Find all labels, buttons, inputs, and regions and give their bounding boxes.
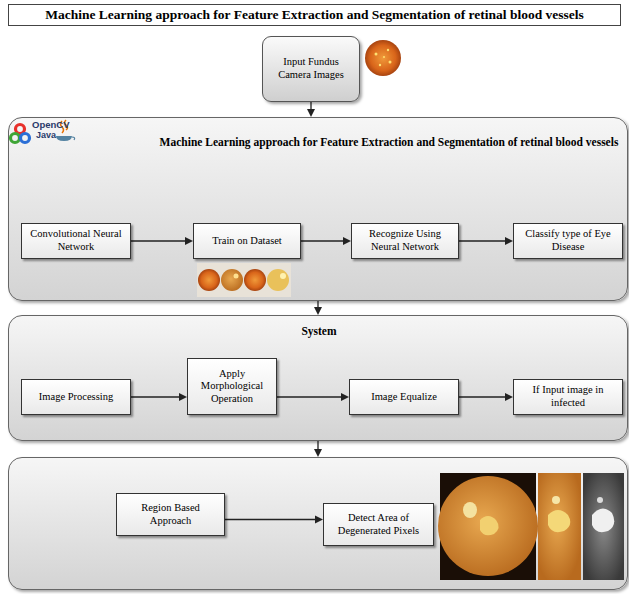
process-box: Apply Morphological Operation (187, 358, 277, 415)
opencv-logo (11, 125, 30, 143)
flow-arrow (314, 301, 322, 315)
process-box: Detect Area of Degenerated Pixels (323, 503, 434, 546)
group-panel: Region Based Approach Detect Area of Dege… (8, 457, 628, 590)
arrow-head (505, 393, 513, 401)
arrow-head (179, 393, 187, 401)
arrow-line (301, 240, 344, 241)
group-panel: Machine Learning approach for Feature Ex… (8, 117, 628, 301)
box-label: Train on Dataset (212, 235, 282, 248)
arrow-head (314, 307, 322, 315)
flow-arrow (459, 393, 513, 401)
arrow-head (307, 109, 315, 117)
arrow-line (459, 240, 506, 241)
group-panel: SystemImage Processing Apply Morphologica… (8, 315, 628, 441)
arrow-line (225, 519, 316, 520)
process-box: Train on Dataset (193, 223, 301, 259)
arrow-line (459, 396, 506, 397)
box-label: Convolutional Neural Network (27, 228, 125, 253)
box-label: Classify type of Eye Disease (519, 228, 617, 253)
lesion-images (438, 473, 624, 580)
arrow-line (317, 441, 318, 450)
process-box: If Input image in infected (513, 379, 623, 415)
panel-heading: Machine Learning approach for Feature Ex… (149, 136, 629, 148)
arrow-head (315, 516, 323, 524)
flow-arrow (131, 393, 187, 401)
arrow-head (314, 449, 322, 457)
box-label: If Input image in infected (519, 384, 617, 409)
arrow-head (185, 237, 193, 245)
process-box: Convolutional Neural Network (21, 223, 131, 259)
input-box: Input Fundus Camera Images (262, 36, 360, 102)
flow-arrow (459, 237, 513, 245)
box-label: Input Fundus Camera Images (269, 56, 353, 81)
logo-label: Java (36, 130, 56, 140)
diagram-title: Machine Learning approach for Feature Ex… (45, 7, 584, 23)
logo-label-holder: OpenCV (32, 119, 69, 130)
box-label: Image Equalize (371, 391, 437, 404)
process-box: Recognize Using Neural Network (351, 223, 459, 259)
arrow-line (131, 240, 186, 241)
process-box: Image Equalize (349, 379, 459, 415)
box-label: Image Processing (39, 391, 113, 404)
arrow-head (505, 237, 513, 245)
process-box: Classify type of Eye Disease (513, 223, 623, 259)
flow-arrow (314, 441, 322, 457)
box-label: Recognize Using Neural Network (357, 228, 453, 253)
dataset-thumbnails (197, 263, 291, 297)
logo-label: OpenCV (32, 119, 69, 130)
arrow-head (341, 393, 349, 401)
box-label: Region Based Approach (122, 502, 219, 527)
title-box: Machine Learning approach for Feature Ex… (8, 4, 621, 26)
flow-arrow (277, 393, 349, 401)
box-label: Apply Morphological Operation (193, 368, 271, 406)
process-box: Region Based Approach (116, 493, 225, 536)
flow-arrow (225, 516, 323, 524)
box-label: Detect Area of Degenerated Pixels (329, 512, 428, 537)
logo-label-holder: Java (36, 130, 56, 140)
fundus-image (364, 40, 402, 76)
arrow-head (343, 237, 351, 245)
arrow-line (310, 102, 311, 110)
flow-arrow (307, 102, 315, 117)
flow-arrow (301, 237, 351, 245)
arrow-line (317, 301, 318, 308)
arrow-line (131, 396, 180, 397)
process-box: Image Processing (21, 379, 131, 415)
panel-heading: System (9, 325, 629, 337)
flow-arrow (131, 237, 193, 245)
arrow-line (277, 396, 342, 397)
